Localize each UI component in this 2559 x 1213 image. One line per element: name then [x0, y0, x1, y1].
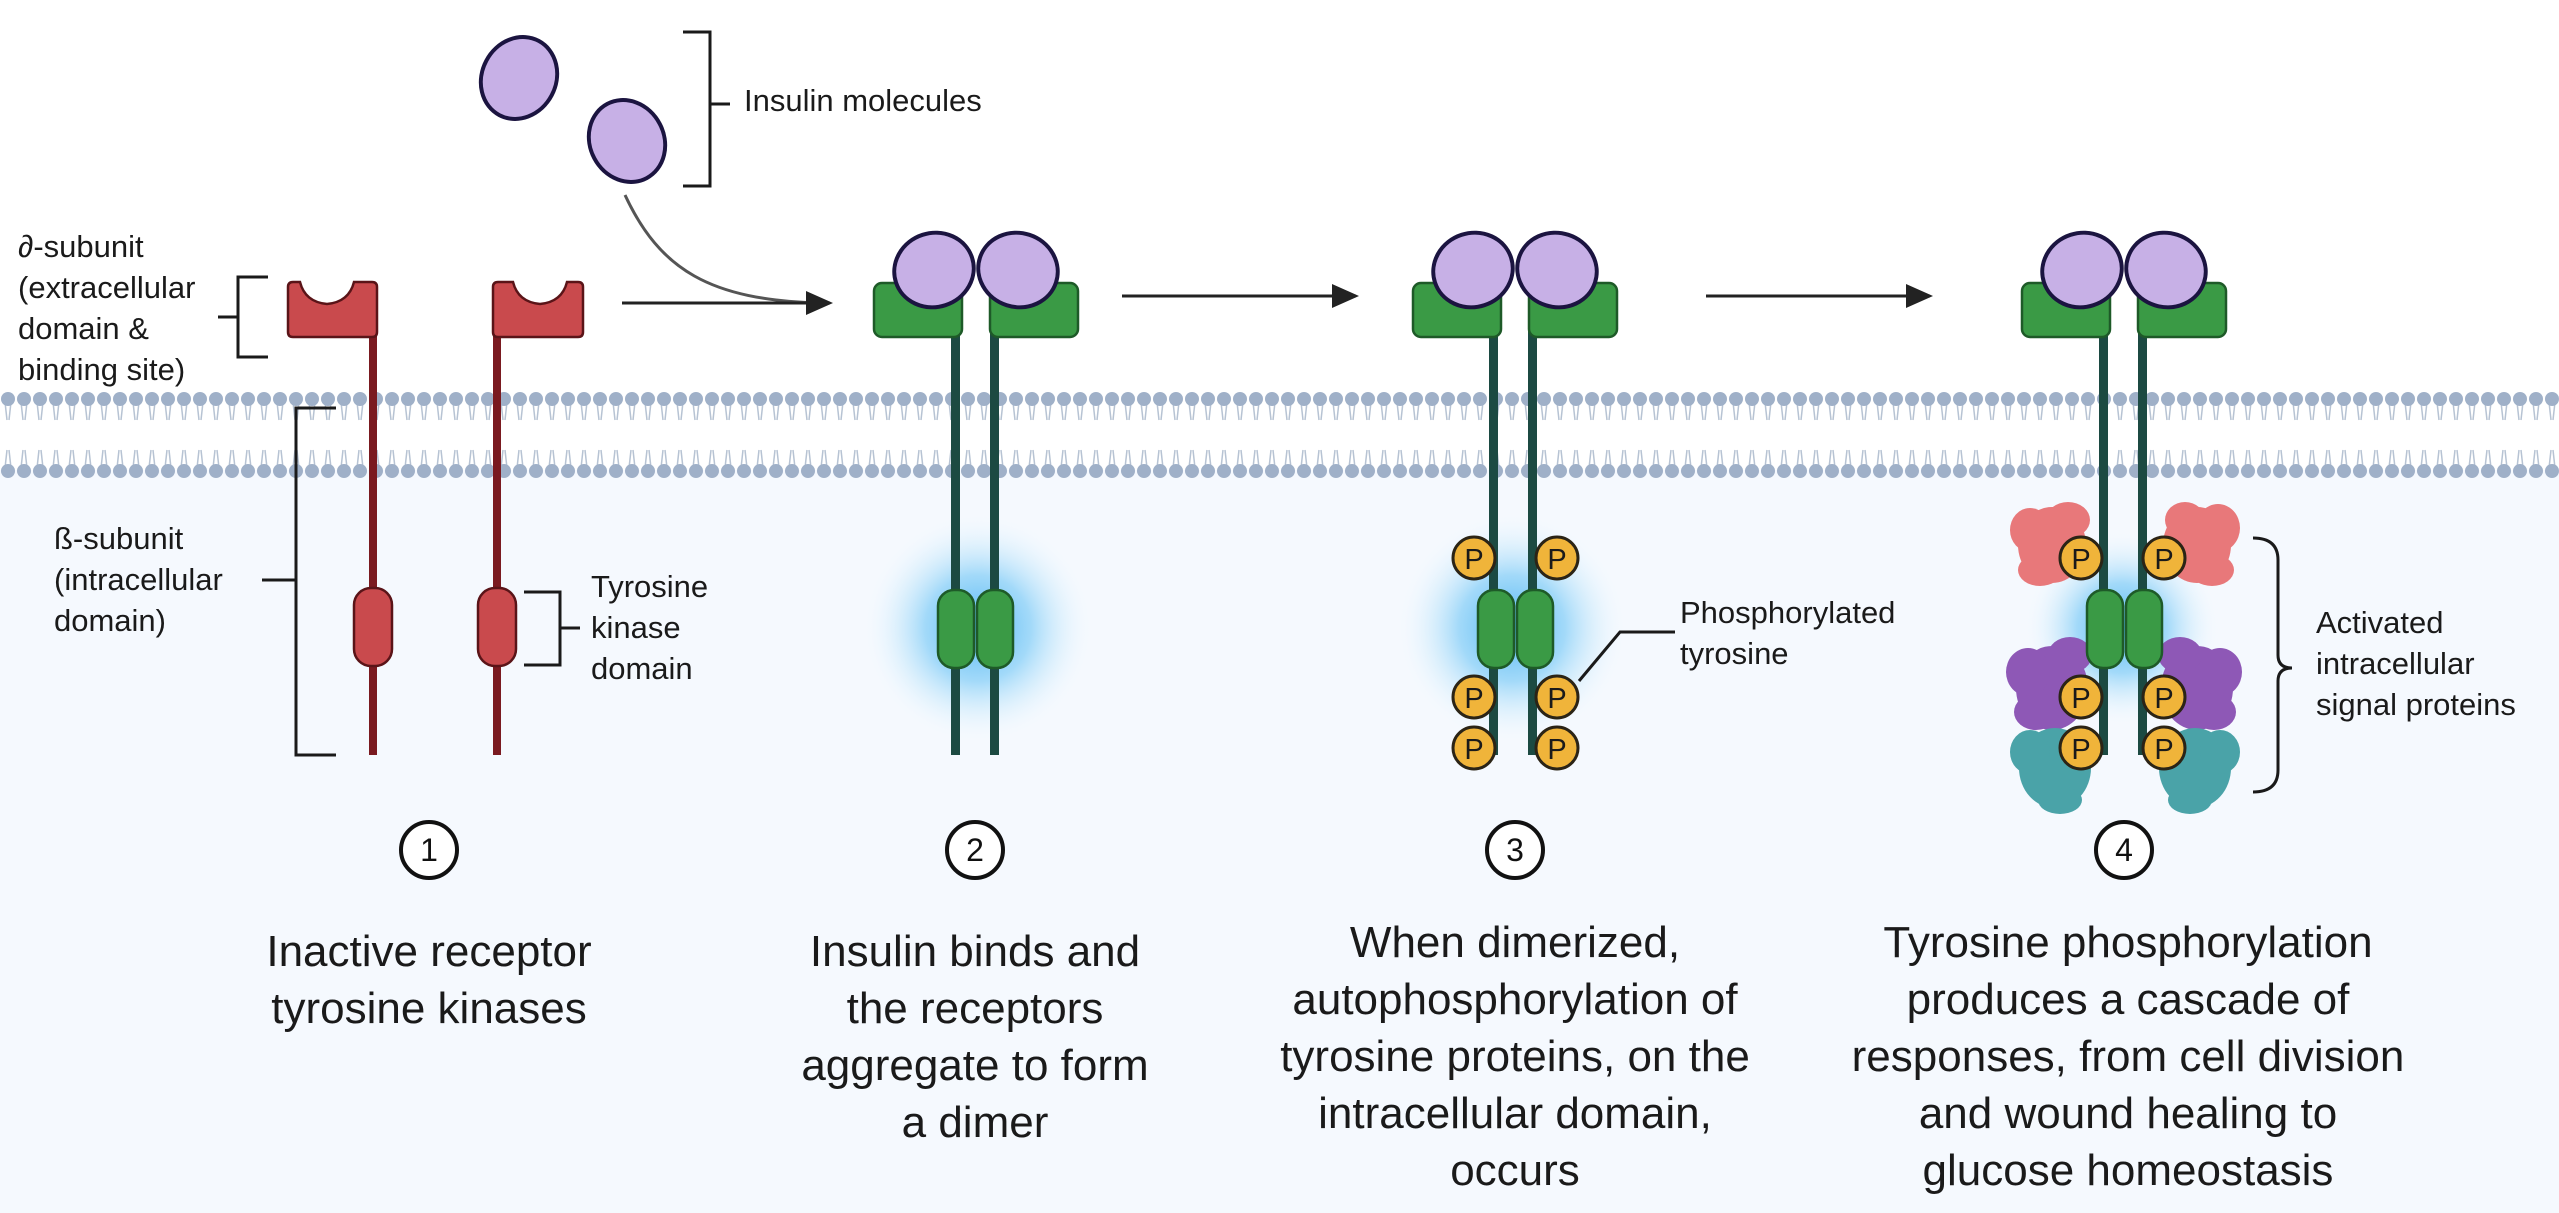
signal-protein-red	[2010, 502, 2240, 586]
phosphorylated-tyrosine-leader	[1577, 630, 1675, 682]
phosphate-group: P	[1534, 725, 1580, 771]
phosphate-label: P	[1547, 683, 1566, 715]
step-number-1: 1	[399, 820, 459, 880]
insulin-molecule	[478, 35, 560, 121]
step-caption-1: Inactive receptor tyrosine kinases	[266, 927, 592, 1033]
phosphate-group: P	[1451, 535, 1497, 581]
insulin-molecules-label: Insulin molecules	[744, 83, 982, 118]
phosphate-label: P	[1464, 683, 1483, 715]
phosphate-label: P	[1464, 734, 1483, 766]
inactive-receptor-right	[476, 280, 585, 755]
alpha-subunit-label: ∂-subunit (extracellular domain & bindin…	[18, 229, 196, 387]
phosphate-label: P	[1547, 544, 1566, 576]
insulin-molecule	[586, 98, 668, 184]
beta-subunit-bracket	[262, 406, 336, 757]
cell-membrane	[0, 390, 2559, 480]
phosphate-group: P	[2141, 535, 2187, 581]
phosphate-group: P	[1534, 674, 1580, 720]
phosphate-label: P	[2154, 683, 2173, 715]
step-number-2: 2	[945, 820, 1005, 880]
binding-arrow	[623, 194, 821, 305]
step-caption-2: Insulin binds and the receptors aggregat…	[801, 927, 1149, 1147]
phosphate-group: P	[2141, 725, 2187, 771]
phosphate-group: P	[1534, 535, 1580, 581]
phosphate-label: P	[2154, 544, 2173, 576]
phosphate-label: P	[2154, 734, 2173, 766]
phosphate-label: P	[1464, 544, 1483, 576]
kinase-domain-bracket	[524, 590, 580, 667]
phosphate-group: P	[1451, 725, 1497, 771]
phosphate-label: P	[2071, 683, 2090, 715]
insulin-bracket	[683, 30, 730, 188]
phosphate-group: P	[1451, 674, 1497, 720]
phosphate-group: P	[2141, 674, 2187, 720]
receptor-dimer-step3	[1411, 230, 1619, 755]
phosphate-group: P	[2058, 725, 2104, 771]
step-number-4: 4	[2094, 820, 2154, 880]
beta-subunit-label: ß-subunit (intracellular domain)	[54, 521, 223, 638]
step-caption-4: Tyrosine phosphorylation produces a casc…	[1851, 918, 2405, 1195]
step-caption-3: When dimerized, autophosphorylation of t…	[1280, 918, 1750, 1195]
kinase-domain-step4	[2085, 588, 2164, 670]
phosphorylated-tyrosine-label: Phosphorylated tyrosine	[1680, 595, 1896, 671]
tyrosine-kinase-domain-label: Tyrosine kinase domain	[591, 569, 709, 686]
phosphate-group: P	[2058, 674, 2104, 720]
signal-proteins-bracket	[2252, 536, 2293, 794]
receptor-dimer-step4	[2020, 230, 2228, 755]
alpha-subunit-bracket	[218, 275, 268, 359]
phosphate-group: P	[2058, 535, 2104, 581]
signal-proteins-label: Activated intracellular signal proteins	[2316, 605, 2516, 722]
phosphate-label: P	[1547, 734, 1566, 766]
step-number-3: 3	[1485, 820, 1545, 880]
inactive-receptor-left	[286, 280, 394, 755]
receptor-dimer-step2	[872, 230, 1080, 755]
phosphate-label: P	[2071, 734, 2090, 766]
phosphate-groups: P P P P P P P P P P P P	[1451, 535, 2187, 771]
phosphate-label: P	[2071, 544, 2090, 576]
